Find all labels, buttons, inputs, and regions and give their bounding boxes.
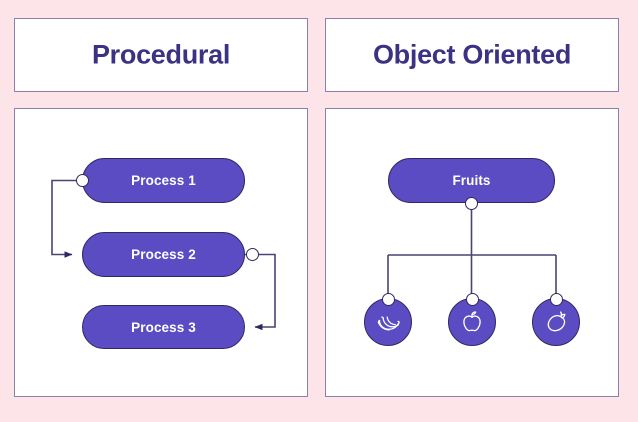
- node-process-1[interactable]: Process 1: [82, 158, 245, 203]
- connector-dot-process-1: [75, 174, 89, 187]
- mango-icon: [542, 308, 570, 336]
- panel-header-object-oriented: Object Oriented: [325, 18, 619, 92]
- node-process-1-label: Process 1: [131, 173, 196, 188]
- panel-header-procedural: Procedural: [14, 18, 308, 92]
- banana-icon: [374, 308, 402, 336]
- node-process-2-label: Process 2: [131, 247, 196, 262]
- wire-process1-to-process2: [51, 179, 82, 258]
- node-process-3-label: Process 3: [131, 319, 196, 335]
- connector-dot-apple: [465, 293, 479, 306]
- column-title-object-oriented: Object Oriented: [372, 39, 572, 70]
- column-title-procedural: Procedural: [91, 39, 231, 70]
- node-fruits-label: Fruits: [452, 173, 491, 188]
- node-apple[interactable]: [448, 298, 496, 346]
- apple-icon: [458, 308, 486, 336]
- node-banana[interactable]: [364, 298, 412, 346]
- connector-dot-process-2: [245, 248, 259, 261]
- node-process-2[interactable]: Process 2: [82, 232, 245, 277]
- connector-dot-mango: [549, 293, 563, 306]
- node-fruits[interactable]: Fruits: [388, 158, 555, 203]
- node-process-3[interactable]: Process 3: [82, 305, 245, 349]
- connector-dot-fruits: [465, 196, 478, 210]
- wire-process2-to-process3: [245, 253, 276, 331]
- connector-dot-banana: [381, 293, 395, 306]
